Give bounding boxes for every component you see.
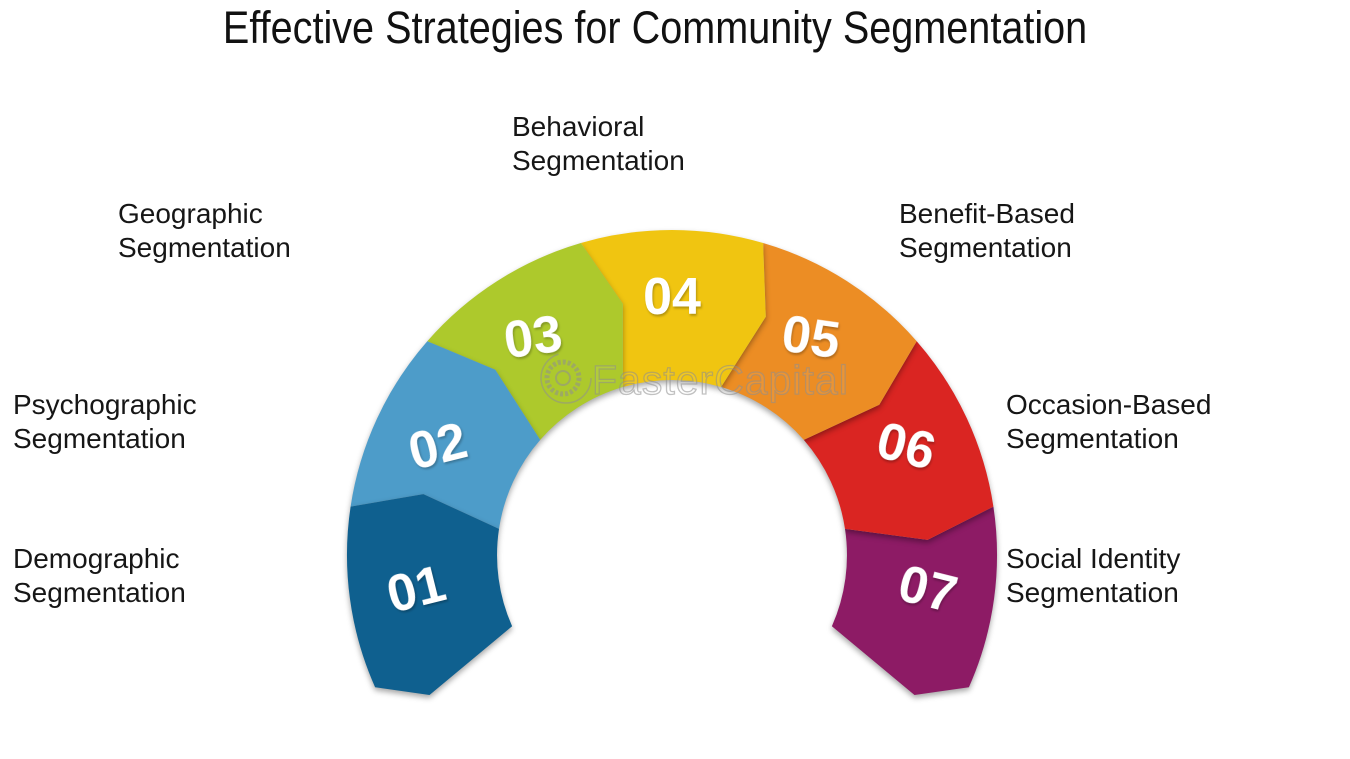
watermark-swoosh — [540, 352, 592, 404]
segment-label-behavioral: Behavioral Segmentation — [512, 111, 685, 176]
segment-03-shape — [427, 243, 623, 440]
page-title: Effective Strategies for Community Segme… — [222, 2, 1088, 53]
segment-label-psychographic: Psychographic Segmentation — [13, 389, 197, 454]
segment-02-number: 02 — [403, 411, 473, 481]
segment-label-geographic: Geographic Segmentation — [118, 198, 291, 263]
watermark: FasterCapital — [540, 352, 849, 404]
segment-06-number: 06 — [871, 411, 941, 481]
segment-label-benefit-based: Benefit-Based Segmentation — [899, 198, 1075, 263]
gear-icon — [544, 359, 582, 397]
segment-01-number: 01 — [381, 554, 451, 624]
segment-label-demographic: Demographic Segmentation — [13, 543, 186, 608]
gear-icon-hub — [555, 370, 571, 386]
segment-07-number: 07 — [893, 554, 963, 624]
segment-label-social-identity: Social Identity Segmentation — [1006, 543, 1181, 608]
segment-label-occasion-based: Occasion-Based Segmentation — [1006, 389, 1212, 454]
segment-07-shape — [831, 506, 998, 695]
segment-04-number: 04 — [643, 268, 701, 326]
segment-03-number: 03 — [500, 305, 565, 371]
segment-02-shape — [350, 341, 541, 529]
segment-06-shape — [803, 341, 994, 540]
watermark-text: FasterCapital — [592, 357, 849, 403]
segment-05-shape — [721, 243, 917, 440]
segment-05-number: 05 — [778, 305, 843, 371]
segment-01-shape — [346, 494, 513, 695]
segment-04-shape — [580, 229, 766, 387]
